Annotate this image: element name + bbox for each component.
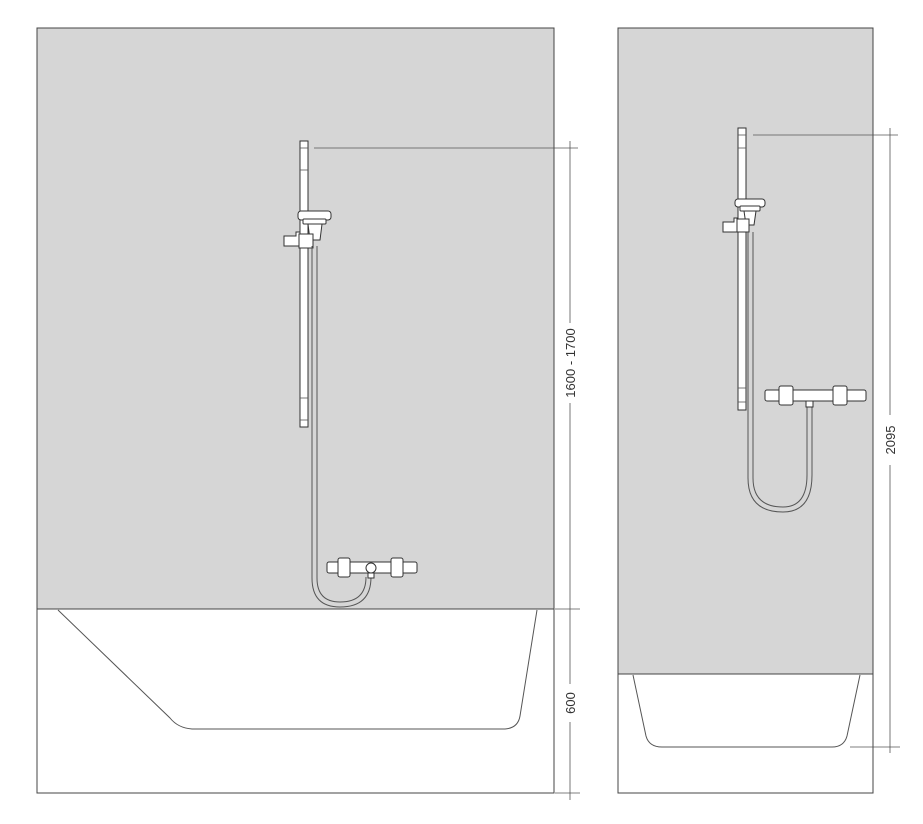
left-height-label: 1600 - 1700 [563, 328, 578, 397]
left-wall [36, 27, 555, 610]
left-hand-shower-icon [283, 210, 332, 249]
right-hand-shower-icon [722, 198, 766, 233]
bathtub-diagram: 1600 - 1700 600 [36, 27, 580, 800]
right-shower-hose [747, 232, 813, 513]
right-tray-front [617, 673, 874, 794]
right-height-label: 2095 [883, 426, 898, 455]
left-slide-rail [299, 140, 309, 428]
left-dimension-line [555, 141, 580, 800]
right-thermostat-icon [764, 385, 867, 408]
left-tub-height-label: 600 [563, 692, 578, 714]
right-slide-rail [737, 127, 747, 411]
shower-diagram: 2095 [617, 27, 900, 794]
right-dimension-line [850, 128, 900, 753]
left-tub-outline [57, 609, 538, 730]
left-tub-front [36, 608, 555, 794]
left-shower-hose [311, 246, 372, 608]
left-thermostat-icon [326, 557, 418, 579]
right-tray-outline [632, 674, 861, 748]
